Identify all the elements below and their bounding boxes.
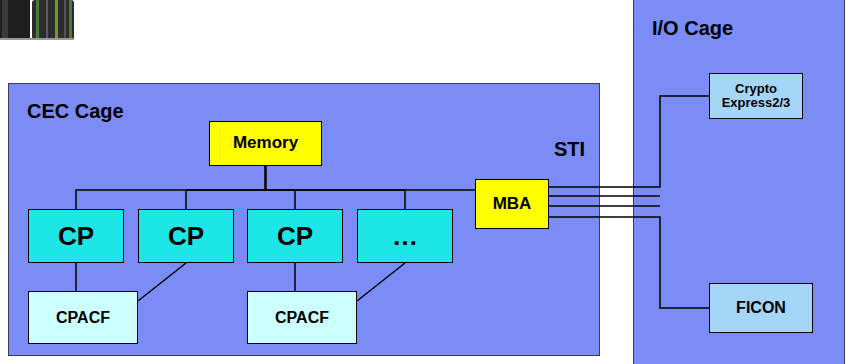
box-label: CPACF bbox=[275, 309, 329, 327]
processor-box: CP bbox=[138, 209, 234, 263]
bus-line bbox=[549, 96, 709, 187]
bus-line bbox=[75, 263, 77, 291]
box-label: Crypto Express2/3 bbox=[715, 82, 797, 111]
card-box: Crypto Express2/3 bbox=[709, 73, 803, 119]
box-label: CPACF bbox=[56, 309, 110, 327]
adapter-box: MBA bbox=[475, 179, 549, 229]
cage-box: CEC CageMemoryMBA CP CP CP … CPACF CPACF bbox=[8, 83, 600, 356]
bus-name: STI bbox=[554, 138, 585, 161]
processor-box: CP bbox=[28, 209, 124, 263]
box-label: MBA bbox=[493, 195, 532, 214]
bus-line bbox=[76, 166, 266, 209]
box-label: CP bbox=[58, 222, 94, 251]
bus-line bbox=[138, 263, 186, 301]
bus-line bbox=[266, 166, 296, 209]
card-box: FICON bbox=[709, 283, 813, 333]
sti-wire bbox=[548, 205, 660, 207]
sti-wire bbox=[548, 195, 660, 197]
coprocessor-box: CPACF bbox=[247, 291, 357, 344]
processor-box: CP bbox=[247, 209, 343, 263]
cage-title: I/O Cage bbox=[652, 17, 733, 39]
bus-line bbox=[266, 166, 406, 209]
bus-line bbox=[357, 263, 405, 301]
bus-line bbox=[186, 166, 266, 209]
cage-box: I/O CageCrypto Express2/3FICON bbox=[633, 0, 845, 364]
box-label: Memory bbox=[233, 134, 298, 153]
bus-line bbox=[549, 217, 709, 308]
box-label: FICON bbox=[736, 299, 786, 317]
box-label: CP bbox=[168, 222, 204, 251]
cage-title: CEC Cage bbox=[27, 100, 124, 122]
bus-line bbox=[294, 263, 296, 291]
bus-line bbox=[266, 166, 476, 190]
box-label: … bbox=[392, 222, 418, 251]
processor-box: … bbox=[357, 209, 453, 263]
memory-box: Memory bbox=[209, 121, 322, 166]
mainframe-picture bbox=[0, 0, 74, 40]
coprocessor-box: CPACF bbox=[28, 291, 138, 344]
box-label: CP bbox=[277, 222, 313, 251]
